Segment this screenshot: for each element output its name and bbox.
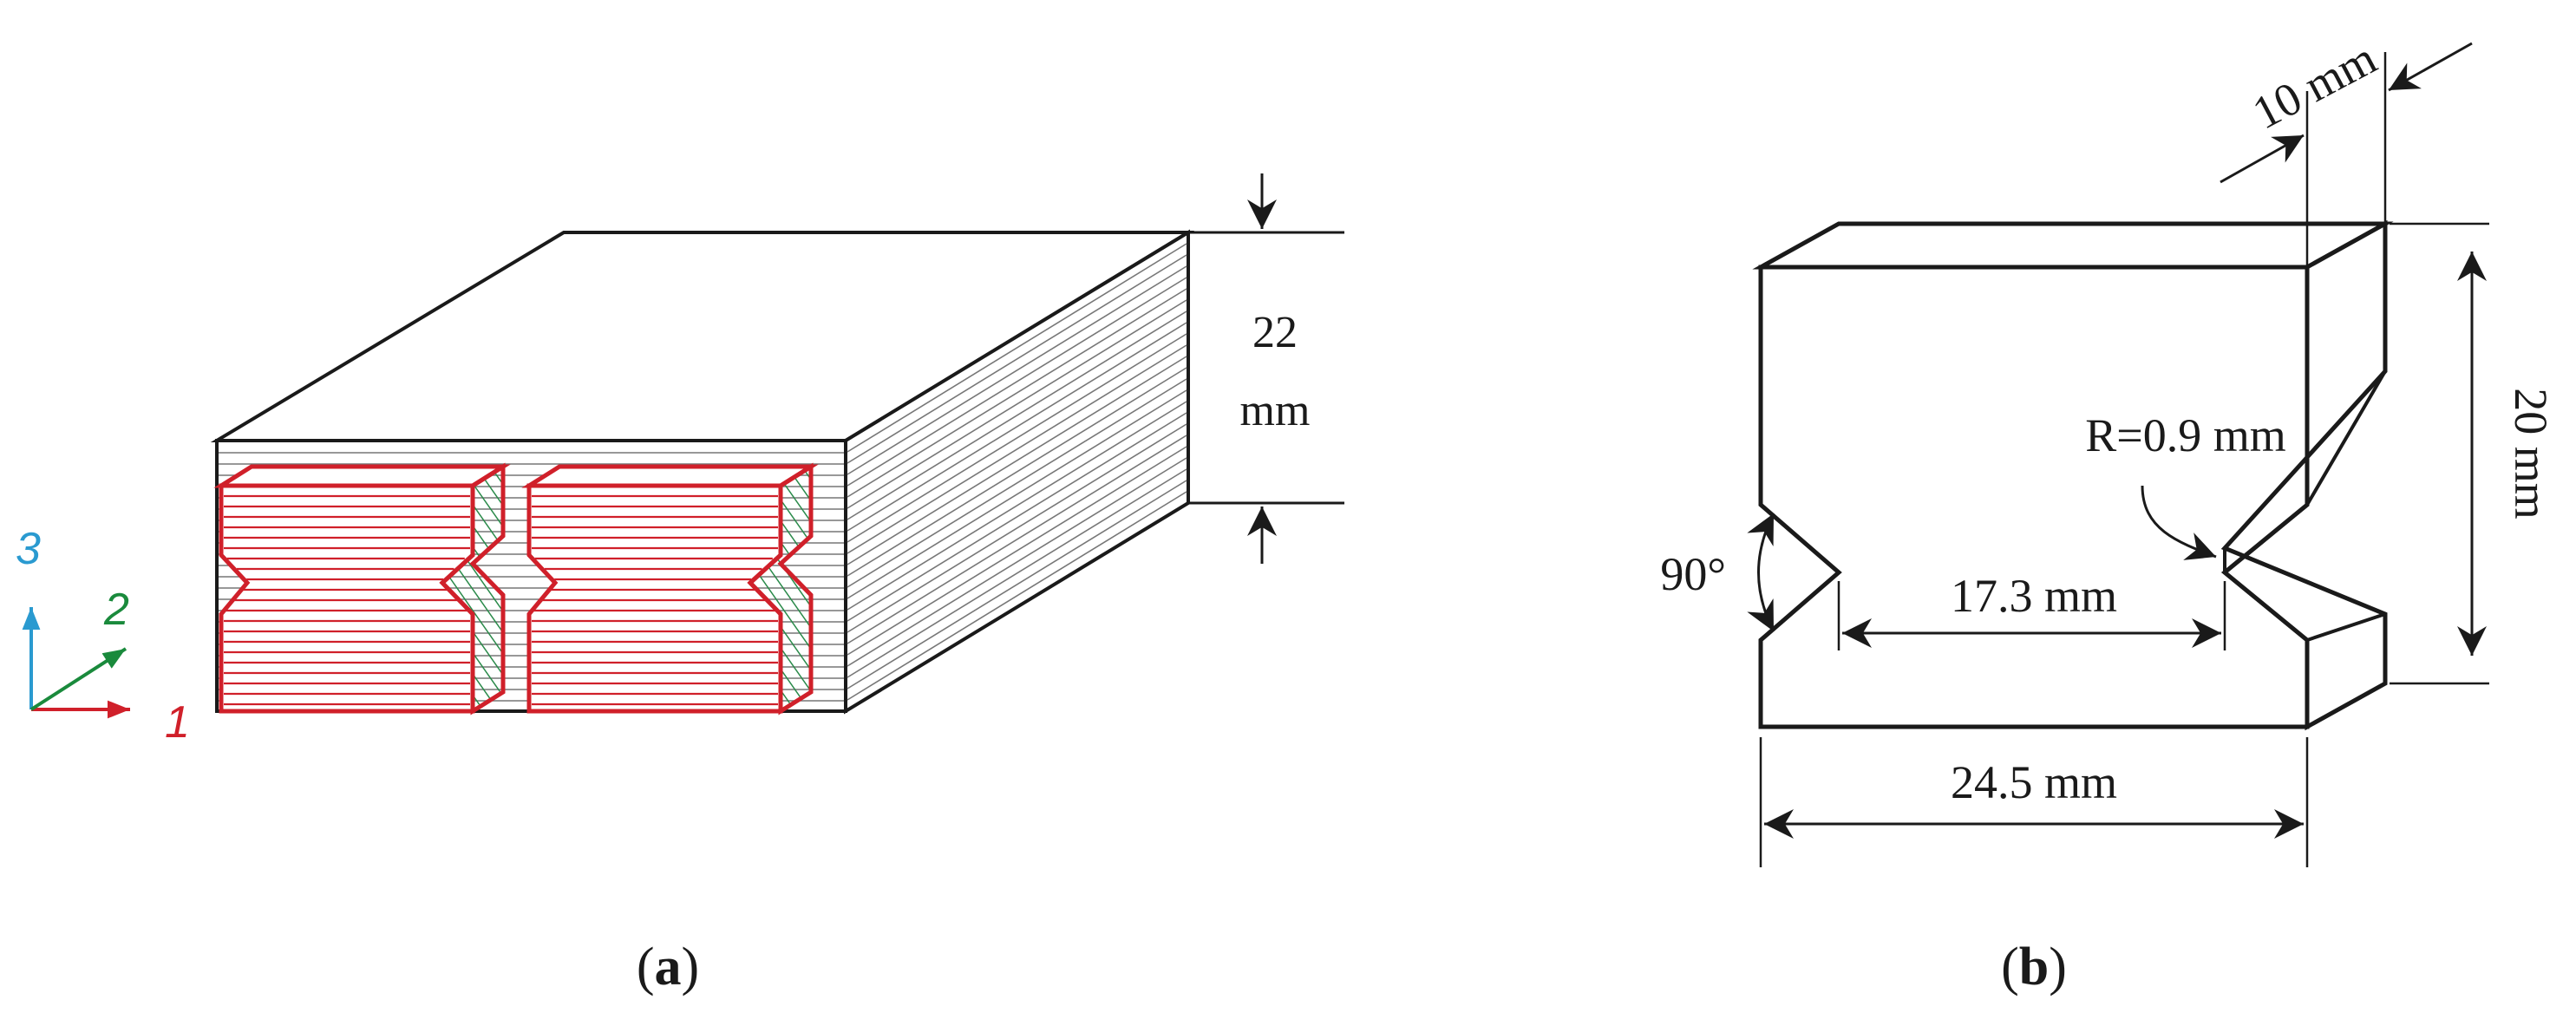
layer-line bbox=[847, 423, 1187, 633]
layer-line bbox=[847, 389, 1187, 599]
thickness-value: 22 bbox=[1252, 308, 1298, 357]
layer-line bbox=[847, 457, 1187, 667]
specimen-2-front-face bbox=[526, 483, 783, 714]
layer-line bbox=[847, 243, 1187, 453]
panel-b-specimen-geometry: 10 mm 20 mm R=0.9 mm 90° 17.3 mm 24.5 mm bbox=[1660, 31, 2557, 997]
layer-line bbox=[847, 401, 1187, 611]
dim-radius: R=0.9 mm bbox=[2085, 409, 2286, 560]
layer-line bbox=[847, 254, 1187, 464]
layer-line bbox=[847, 468, 1187, 678]
side-face-layer-lines bbox=[847, 243, 1187, 701]
layer-line bbox=[847, 480, 1187, 689]
dim-20mm-label: 20 mm bbox=[2505, 388, 2557, 520]
notched-specimen-1 bbox=[213, 462, 511, 716]
dim-20mm: 20 mm bbox=[2457, 252, 2557, 656]
layer-line bbox=[847, 265, 1187, 475]
layer-line bbox=[847, 435, 1187, 644]
axis-1-label: 1 bbox=[165, 697, 190, 748]
layer-line bbox=[847, 412, 1187, 622]
specimen-1-side-notch bbox=[439, 462, 506, 716]
coordinate-axes: 3 2 1 bbox=[16, 524, 190, 748]
layer-line bbox=[847, 310, 1187, 520]
layer-line bbox=[847, 378, 1187, 588]
layer-line bbox=[847, 333, 1187, 543]
dim-10mm: 10 mm bbox=[2220, 31, 2473, 184]
specimen-2-side-notch bbox=[747, 462, 814, 716]
notch-edge-upper bbox=[2305, 369, 2387, 506]
length-label: 24.5 mm bbox=[1951, 756, 2117, 808]
layer-line bbox=[847, 446, 1187, 656]
ligament-label: 17.3 mm bbox=[1951, 570, 2117, 622]
notch-edge-lower bbox=[2306, 612, 2386, 642]
layer-line bbox=[847, 367, 1187, 577]
dim-angle: 90° bbox=[1660, 513, 1775, 632]
specimen-top-face bbox=[1752, 221, 2394, 270]
notched-specimen-2 bbox=[521, 462, 819, 716]
thickness-unit: mm bbox=[1240, 386, 1311, 435]
panel-b-caption: (b) bbox=[2001, 938, 2067, 997]
specimen-side-face bbox=[2220, 219, 2388, 731]
specimen-1-layer-lines bbox=[224, 494, 470, 706]
layer-line bbox=[847, 277, 1187, 487]
layer-line bbox=[847, 288, 1187, 498]
extension-lines bbox=[1759, 52, 2489, 867]
layer-line bbox=[847, 322, 1187, 532]
axis-3-label: 3 bbox=[16, 524, 41, 574]
specimen-1-front-face bbox=[219, 483, 475, 714]
layer-line bbox=[847, 299, 1187, 509]
dim-length: 24.5 mm bbox=[1764, 756, 2304, 839]
dim-ligament: 17.3 mm bbox=[1842, 570, 2221, 648]
panel-a-caption: (a) bbox=[637, 938, 699, 997]
dim-10mm-label: 10 mm bbox=[2244, 31, 2384, 139]
thickness-dimension: 22 mm bbox=[1188, 173, 1344, 564]
specimen-1-top-face bbox=[213, 464, 511, 488]
specimen-front-face bbox=[1758, 265, 2310, 729]
radius-label: R=0.9 mm bbox=[2085, 409, 2285, 461]
panel-a-laminate-block: 22 mm 3 2 1 (a) bbox=[16, 173, 1344, 997]
layer-line bbox=[847, 344, 1187, 554]
layer-line bbox=[847, 491, 1187, 701]
angle-label: 90° bbox=[1660, 548, 1726, 600]
specimen-2-top-face bbox=[521, 464, 819, 488]
layer-line bbox=[847, 356, 1187, 565]
specimen-2-layer-lines bbox=[532, 494, 778, 706]
axis-2-label: 2 bbox=[103, 585, 129, 635]
